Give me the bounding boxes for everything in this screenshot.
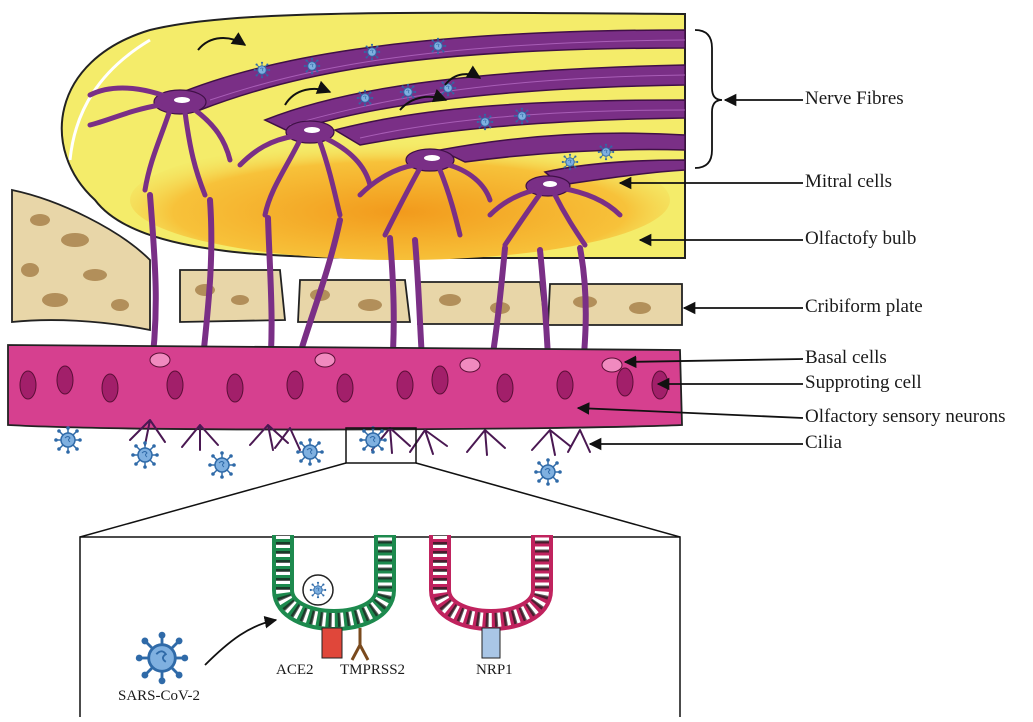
- label-nrp1: NRP1: [476, 662, 513, 679]
- label-ace2: ACE2: [276, 662, 314, 679]
- label-basal-cells: Basal cells: [805, 347, 887, 369]
- nrp1-membrane-pit: [440, 535, 542, 620]
- label-sars-cov-2: SARS-CoV-2: [118, 688, 200, 705]
- label-olfactory-sensory-neurons: Olfactory sensory neurons: [805, 406, 1006, 428]
- olfactory-epithelium: [8, 345, 682, 430]
- sars-cov-2-virus: [136, 632, 188, 684]
- nrp1-receptor: [482, 628, 500, 658]
- tmprss2-protease: [352, 628, 368, 660]
- label-cribiform-plate: Cribiform plate: [805, 296, 923, 318]
- label-mitral-cells: Mitral cells: [805, 171, 892, 193]
- label-tmprss2: TMPRSS2: [340, 662, 405, 679]
- entry-arrow: [205, 620, 276, 665]
- label-olfactory-bulb: Olfactofy bulb: [805, 228, 916, 250]
- ace2-membrane-pit: [283, 535, 385, 620]
- nerve-fibres-bracket: [695, 30, 722, 168]
- ace2-receptor: [322, 628, 342, 658]
- label-nerve-fibres: Nerve Fibres: [805, 88, 904, 110]
- label-cilia: Cilia: [805, 432, 842, 454]
- endocytosed-virus: [303, 575, 333, 605]
- label-supporting-cell: Supproting cell: [805, 372, 922, 394]
